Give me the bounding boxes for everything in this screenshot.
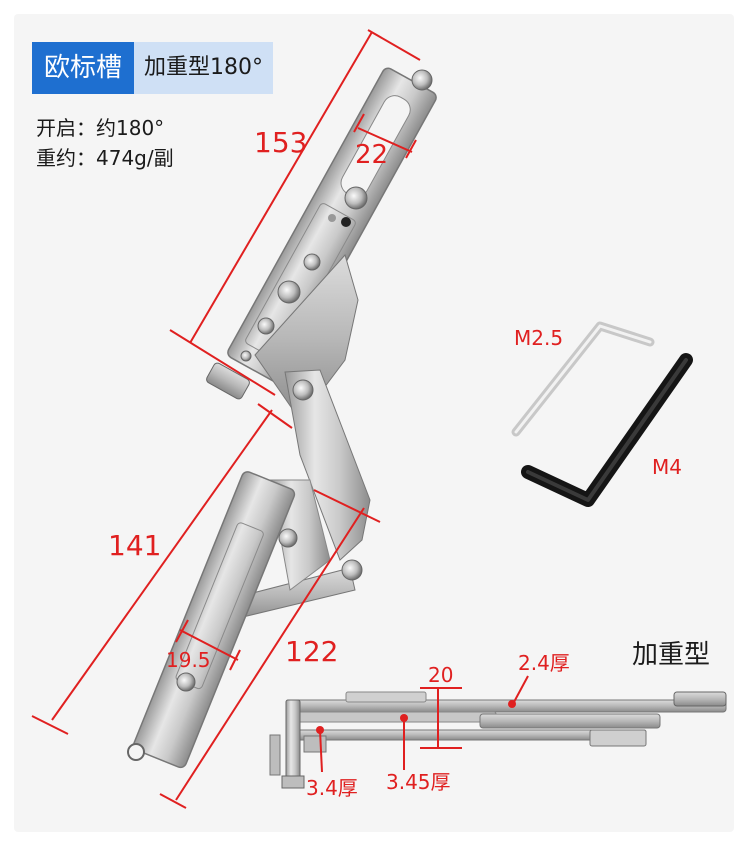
bottom-thickness-label: 3.4厚 <box>306 776 358 800</box>
large-wrench-label: M4 <box>652 455 682 479</box>
lower-length-dimension <box>31 403 293 735</box>
spec-weight: 重约：474g/副 <box>36 146 174 170</box>
title-banner: 欧标槽 加重型180° <box>32 42 274 94</box>
upper-length-label: 153 <box>254 126 307 159</box>
mount-hole <box>127 743 145 761</box>
title-sub: 加重型180° <box>134 42 274 94</box>
middle-thickness-label: 3.45厚 <box>386 770 451 794</box>
heavy-gap-dimension <box>319 675 529 773</box>
rail-rivet <box>411 69 433 91</box>
lower-length-label: 141 <box>108 529 161 562</box>
heavy-duty-label: 加重型 <box>632 640 711 670</box>
top-thickness-label: 2.4厚 <box>518 651 570 675</box>
pivot-offset-label: 19.5 <box>166 648 211 672</box>
arm-length-dimension <box>159 489 381 809</box>
upper-rail <box>227 67 437 383</box>
small-wrench-label: M2.5 <box>514 326 563 350</box>
rail-rivet <box>277 280 301 304</box>
arm-length-label: 122 <box>285 635 338 668</box>
pivot-offset-dimension <box>175 619 241 671</box>
slot-width-label: 22 <box>355 140 388 170</box>
spec-opening: 开启：约180° <box>36 116 165 140</box>
heavy-profile-side-view <box>269 691 727 789</box>
lower-rail <box>132 471 296 769</box>
upper-length-dimension <box>169 29 421 396</box>
slot-width-dimension <box>353 113 417 159</box>
rail-rivet <box>344 186 368 210</box>
large-wrench-icon <box>521 353 693 507</box>
title-main: 欧标槽 <box>32 42 135 94</box>
heavy-gap-label: 20 <box>428 663 453 687</box>
small-wrench-icon <box>511 321 655 437</box>
rail-hole <box>341 217 351 227</box>
